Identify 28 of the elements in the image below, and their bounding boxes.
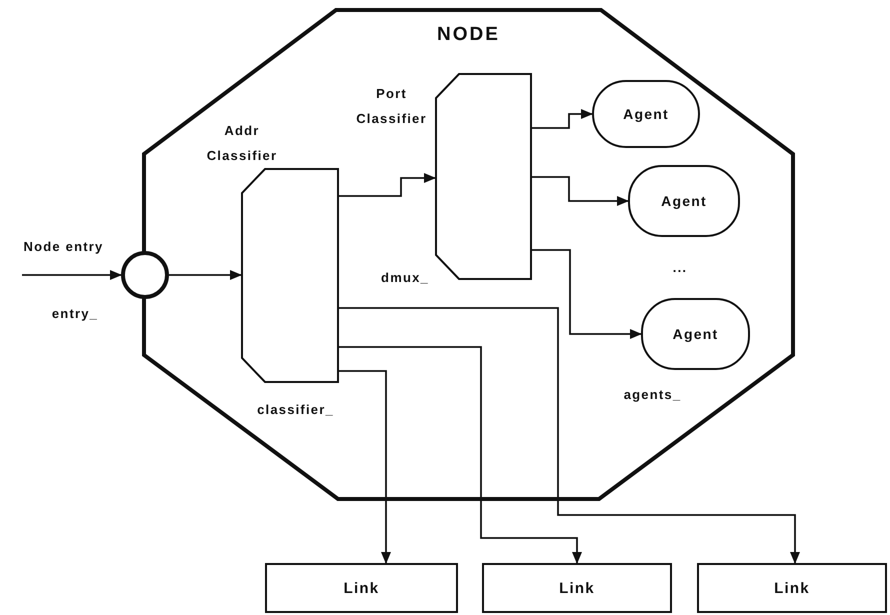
link-box: [697, 563, 887, 613]
agent-box: [592, 80, 700, 148]
arrow: [339, 370, 391, 564]
box-label: Agent: [672, 326, 718, 342]
arrow: [532, 249, 642, 339]
arrow: [532, 176, 629, 206]
box-label: Agent: [623, 106, 669, 122]
arrow: [339, 307, 800, 564]
arrow: [22, 270, 122, 280]
box-label: Link: [344, 580, 380, 596]
arrow: [339, 173, 436, 197]
link-box: [265, 563, 458, 613]
arrow: [339, 346, 582, 564]
annotation-text: classifier_: [256, 401, 335, 419]
box-label: Link: [559, 580, 595, 596]
box-label: Agent: [661, 193, 707, 209]
block-heading: Addr Classifier: [206, 122, 278, 165]
annotation-text: entry_: [50, 305, 100, 323]
caption-text: agents_: [622, 386, 682, 404]
block-heading: Port Classifier: [355, 85, 428, 128]
box-label: Link: [774, 580, 810, 596]
arrow: [532, 109, 593, 129]
node-title: NODE: [436, 23, 501, 47]
arrow: [169, 270, 242, 280]
annotation-text: dmux_: [380, 269, 430, 287]
annotation-text: Node entry: [22, 238, 104, 256]
ellipsis-text: ...: [672, 259, 688, 277]
link-box: [482, 563, 672, 613]
